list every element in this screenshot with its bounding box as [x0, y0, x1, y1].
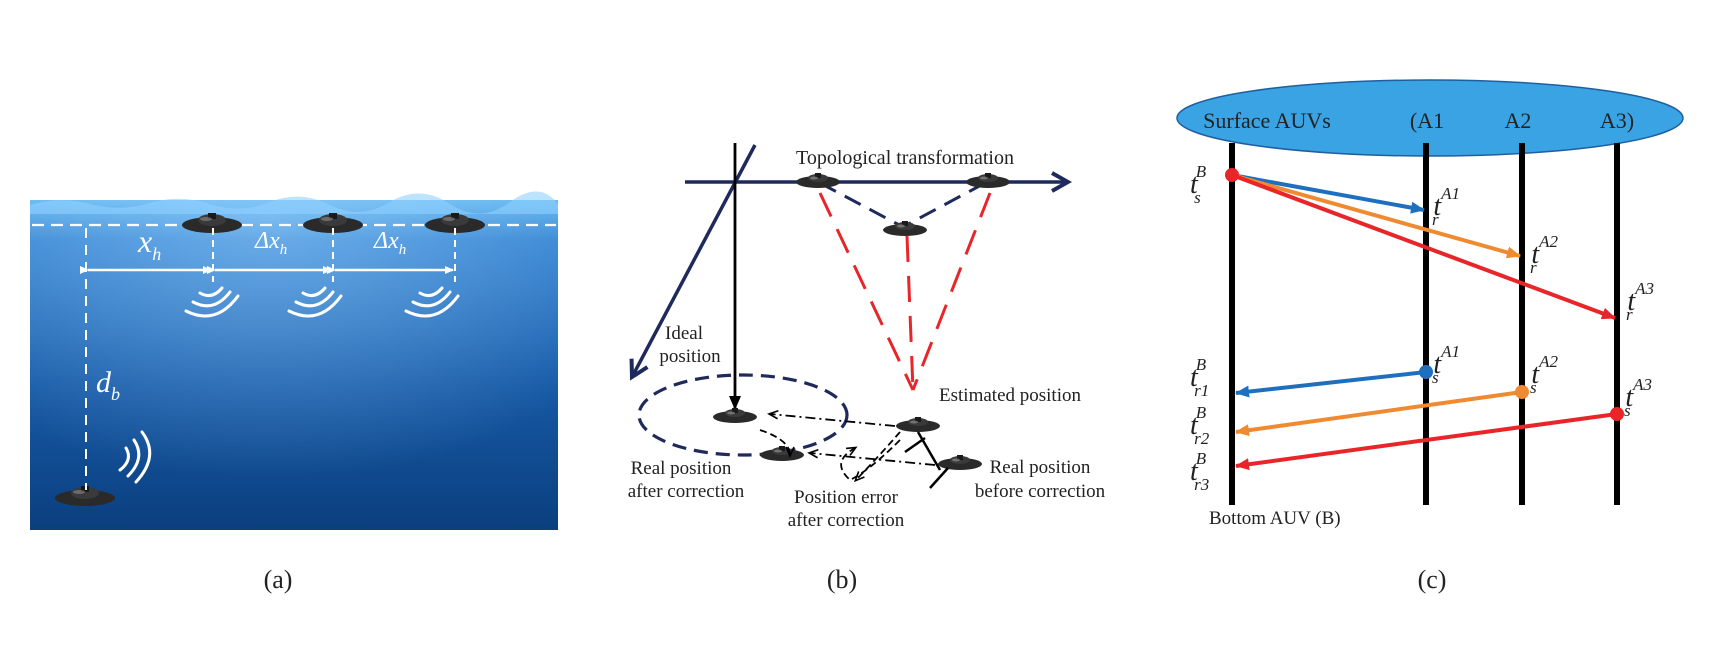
correction-path-5	[853, 431, 901, 483]
ideal-region-ellipse	[637, 373, 849, 457]
surface-ellipse	[1176, 79, 1684, 157]
estimated-auv	[896, 417, 940, 432]
dx-2-label: Δxh	[373, 228, 406, 258]
topology-auv-1	[796, 173, 840, 188]
correction-path-3	[840, 439, 901, 482]
water-surface-waves	[30, 191, 558, 214]
correction-path-2	[807, 449, 936, 466]
send-point-a3	[1610, 407, 1624, 421]
estimate-link-2	[904, 436, 926, 454]
a3-label: A3)	[1600, 108, 1634, 133]
caption-b: (b)	[827, 565, 857, 594]
a1-label: (A1	[1410, 108, 1444, 133]
before-correction-auv	[938, 455, 982, 470]
dx-1-label: Δxh	[254, 228, 287, 258]
sonar-wave-icon-3	[404, 286, 460, 318]
caption-a: (a)	[264, 565, 293, 594]
red-dashed-right	[911, 192, 992, 391]
estimate-link	[916, 431, 942, 471]
send-point-b	[1225, 168, 1239, 182]
correction-path-1	[767, 410, 896, 427]
ideal-label-1: Ideal	[665, 323, 703, 344]
signal-b-to-a1	[1231, 173, 1425, 214]
corrected-auv	[760, 446, 804, 461]
signal-a2-to-b	[1235, 390, 1523, 437]
red-dashed-left	[818, 192, 915, 391]
topology-auv-3	[966, 173, 1010, 188]
real-before-label-2: before correction	[975, 481, 1106, 502]
a2-label: A2	[1505, 108, 1532, 133]
panel-b: Topological transformation Ideal positio…	[628, 143, 1106, 594]
ideal-label-2: position	[659, 346, 721, 367]
surface-auvs-label: Surface AUVs	[1203, 108, 1331, 133]
topology-auv-2	[883, 221, 927, 236]
ideal-auv	[713, 408, 757, 423]
signal-a3-to-b	[1235, 412, 1618, 471]
red-dashed-middle	[905, 235, 915, 391]
signal-a1-to-b	[1235, 370, 1427, 398]
real-after-label-2: after correction	[628, 481, 745, 502]
water-light	[30, 200, 558, 530]
topology-title: Topological transformation	[796, 147, 1014, 169]
real-before-label-1: Real position	[990, 457, 1091, 478]
signal-b-to-a3	[1231, 173, 1616, 320]
signal-b-to-a2	[1231, 173, 1521, 259]
x-h-label: xh	[137, 223, 161, 264]
sonar-wave-icon-2	[287, 286, 343, 318]
send-point-a1	[1419, 365, 1433, 379]
topology-edge-left	[819, 181, 904, 229]
d-b-label: db	[96, 366, 120, 404]
caption-c: (c)	[1418, 565, 1447, 594]
sonar-wave-icon-bottom	[118, 430, 152, 484]
panel-a: xh Δxh Δxh db (a)	[30, 191, 558, 594]
topology-edge-right	[902, 181, 986, 229]
before-link	[929, 467, 949, 489]
real-after-label-1: Real position	[631, 458, 732, 479]
send-point-a2	[1515, 385, 1529, 399]
error-label-1: Position error	[794, 487, 899, 508]
estimated-label: Estimated position	[939, 385, 1081, 406]
correction-path-4	[759, 429, 795, 458]
error-label-2: after correction	[788, 510, 905, 531]
sonar-wave-icon-1	[184, 286, 240, 318]
bottom-auv-label: Bottom AUV (B)	[1209, 508, 1341, 529]
